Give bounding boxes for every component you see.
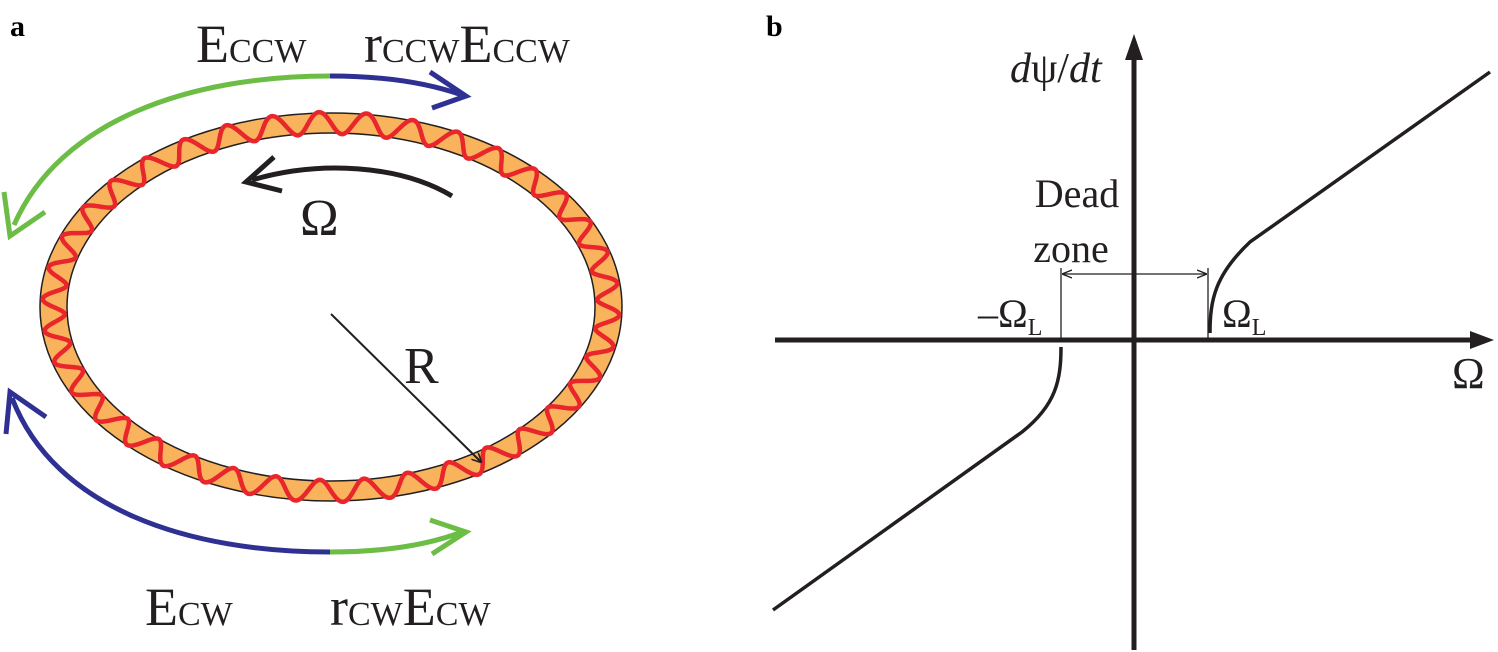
e-cw-blue-arc <box>9 397 331 555</box>
e-ccw-green-arrowhead <box>1 191 47 241</box>
dead-zone-label-line1: Dead <box>1035 171 1119 216</box>
r-cw-green-arrowhead <box>429 517 472 557</box>
radius-line <box>330 313 481 462</box>
y-axis-label: dψ/dt <box>1010 46 1103 92</box>
cw-field-arrows <box>3 387 472 557</box>
rotation-indicator: Ω <box>240 155 454 247</box>
curve-positive-branch <box>1208 70 1492 334</box>
panel-a-label: a <box>10 10 25 43</box>
rotation-omega-label: Ω <box>300 190 339 247</box>
e-cw-label: ECW <box>145 577 234 637</box>
dead-zone-label-line2: zone <box>1033 226 1109 271</box>
r-cw-e-cw-label: rCWECW <box>330 577 491 637</box>
y-axis-arrowhead <box>1125 34 1143 60</box>
x-axis-arrowhead <box>1470 331 1494 349</box>
ccw-field-arrows <box>1 69 472 241</box>
panel-b-axes <box>775 34 1494 650</box>
neg-omega-l-label: –ΩL <box>977 291 1042 341</box>
r-cw-green-arc <box>329 529 463 555</box>
e-ccw-label: ECCW <box>196 14 307 74</box>
e-cw-blue-arrowhead <box>3 387 48 435</box>
ring-resonator <box>39 109 623 505</box>
x-axis-label: Ω <box>1452 349 1485 398</box>
r-ccw-e-ccw-label: rCCWECCW <box>364 14 571 74</box>
r-ccw-blue-arrowhead <box>428 69 472 111</box>
radius-label: R <box>404 338 439 395</box>
rotation-arrowhead <box>240 155 283 194</box>
rotation-arc <box>251 165 454 199</box>
e-ccw-green-arc <box>11 73 331 227</box>
response-curve <box>771 70 1492 612</box>
r-ccw-blue-arc <box>329 73 463 98</box>
radius-indicator: R <box>330 313 481 462</box>
standing-wave <box>40 109 622 505</box>
dead-zone-marker: Dead zone <box>1033 171 1209 340</box>
curve-negative-branch <box>771 346 1063 612</box>
panel-b-label: b <box>766 10 783 43</box>
pos-omega-l-label: ΩL <box>1222 291 1266 341</box>
